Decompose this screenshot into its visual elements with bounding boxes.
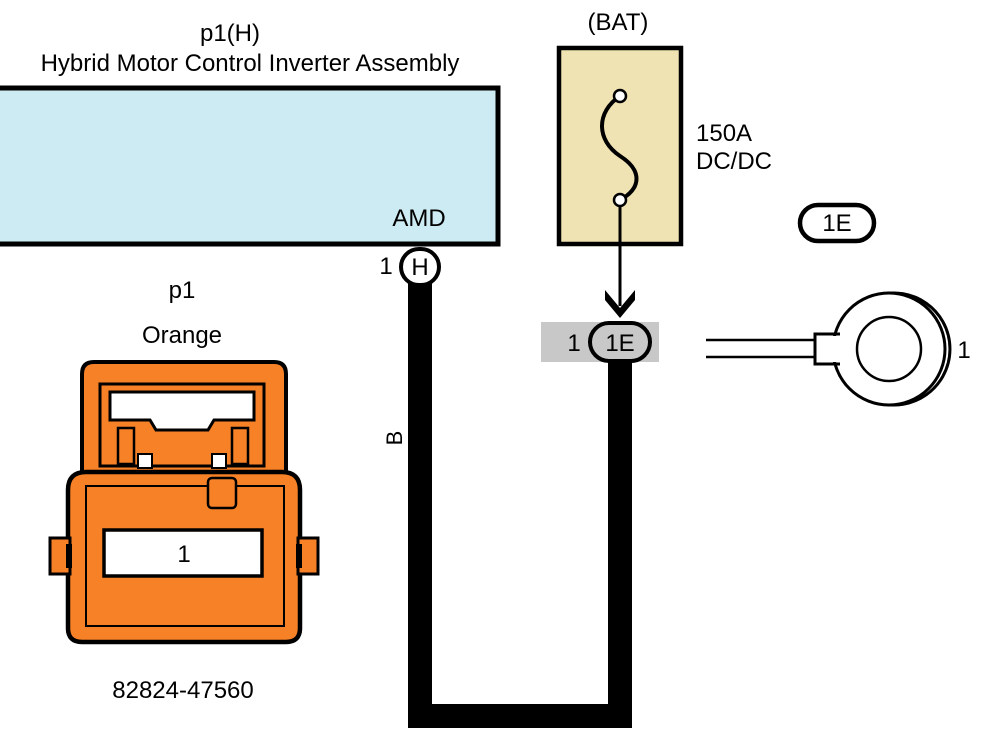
component-name: Hybrid Motor Control Inverter Assembly xyxy=(41,50,460,77)
splice-pin: 1 xyxy=(567,330,580,357)
connector-h-id: H xyxy=(411,254,428,281)
inverter-assembly-box xyxy=(0,85,501,247)
ring-terminal-pin: 1 xyxy=(957,337,970,364)
legend-tag: 1E xyxy=(822,210,851,237)
fuse-block-label: (BAT) xyxy=(588,9,649,36)
fuse-lead-arrow-icon xyxy=(605,290,635,318)
splice-terminal xyxy=(588,321,652,363)
fuse-top-terminal xyxy=(612,88,628,104)
connector-part-number: 82824-47560 xyxy=(112,677,253,704)
ring-terminal-icon xyxy=(706,291,952,407)
connector-view-color: Orange xyxy=(142,322,222,349)
fuse-icon xyxy=(600,94,639,202)
terminal-name: AMD xyxy=(392,205,445,232)
harness-wire xyxy=(408,280,632,728)
connector-view-pin-label: 1 xyxy=(177,541,190,568)
connector-face-illustration xyxy=(48,360,320,645)
fuse-rating: 150A xyxy=(696,120,752,147)
wire-color-code: B xyxy=(382,431,407,446)
legend-tag-outline xyxy=(797,202,877,244)
splice-id: 1E xyxy=(605,330,634,357)
connector-h-pin: 1 xyxy=(379,253,392,280)
fuse-bottom-terminal xyxy=(612,192,628,208)
connector-view-code: p1 xyxy=(169,277,196,304)
fuse-name: DC/DC xyxy=(696,148,772,175)
connector-h-terminal xyxy=(399,247,441,287)
component-code: p1(H) xyxy=(200,20,260,47)
